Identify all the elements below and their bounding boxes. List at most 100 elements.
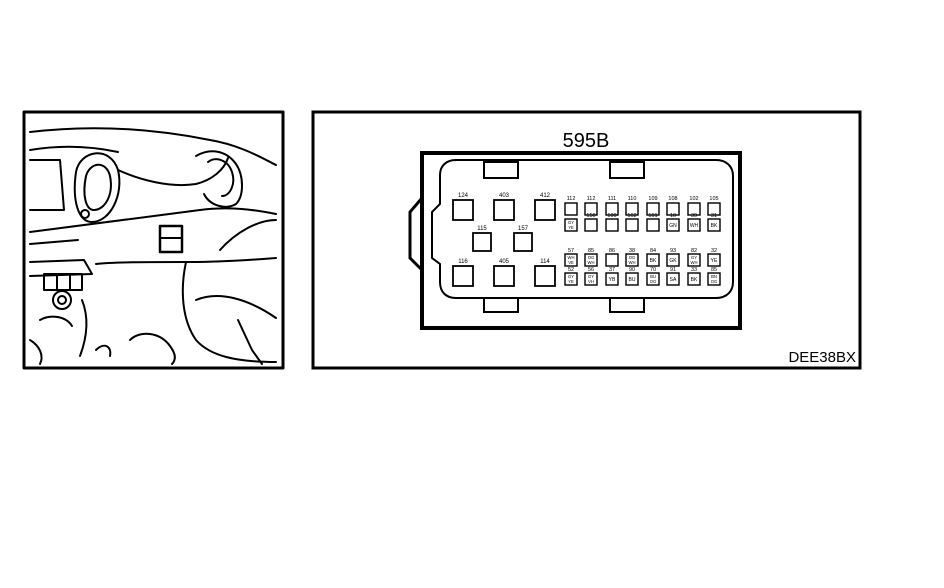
small-terminal [564,272,578,286]
terminal-number: 91 [670,267,676,273]
small-terminal [625,272,639,286]
wire-color-code: WH [629,260,636,265]
wire-color-code: SA [670,277,677,283]
small-terminal [564,218,578,232]
large-terminal-number: 116 [458,259,468,265]
connector-housing [408,151,742,330]
wire-color-code: WH [588,260,595,265]
small-terminal [646,218,660,232]
small-terminal [605,253,619,267]
terminal-number: 39 [691,213,697,219]
wire-color-code: VH [588,279,594,284]
small-terminal [646,272,660,286]
small-terminal [666,202,680,216]
terminal-number: 82 [691,248,697,254]
wire-color-code: BU [629,277,636,283]
connector-name: 595B [563,130,610,152]
terminal-number: 162 [627,213,636,219]
small-terminal [564,253,578,267]
large-terminal-group: 124 403 412 115 157 116 405 114 [452,193,556,287]
small-terminal [625,253,639,267]
terminal-number: 84 [650,248,656,254]
large-terminal-number: 403 [499,193,510,199]
terminal-number: 33 [691,267,697,273]
small-terminal [584,218,598,232]
terminal-number: 105 [709,196,718,202]
small-terminal [707,253,721,267]
wire-color-code: OG [588,255,595,260]
wire-color-code: GY [691,255,697,260]
wire-color-code: BU [650,274,656,279]
terminal-number: 112 [567,196,576,202]
small-terminal [605,272,619,286]
wire-color-code: GY [568,220,574,225]
terminal-number: 108 [668,196,677,202]
large-terminal-number: 115 [477,226,487,232]
large-terminal-number: 157 [518,226,529,232]
small-terminal [646,253,660,267]
small-terminal [605,218,619,232]
large-terminal-number: 124 [458,193,469,199]
wire-color-code: YB [609,277,616,283]
small-terminal [584,253,598,267]
wire-color-code: WH [691,260,698,265]
small-terminal [687,202,701,216]
terminal-number: 38 [629,248,635,254]
large-terminal [534,265,556,287]
wire-color-code: VE [568,260,574,265]
terminal-number: 37 [609,267,615,273]
large-terminal [472,232,492,252]
wire-color-code: BK [691,277,698,283]
terminal-number: 112 [587,196,596,202]
small-terminal [666,272,680,286]
small-terminal [666,253,680,267]
terminal-number: 70 [650,267,656,273]
large-terminal [493,265,515,287]
wire-color-code: YE [568,279,574,284]
terminal-number: 52 [568,267,574,273]
large-terminal [452,265,474,287]
terminal-number: 93 [670,248,676,254]
terminal-number: 109 [648,196,657,202]
terminal-number: 110 [628,196,637,202]
terminal-number: 102 [689,196,698,202]
wire-color-code: GN [669,223,677,229]
small-terminal [625,218,639,232]
small-terminal [584,272,598,286]
terminal-number: 85 [588,248,594,254]
wire-color-code: WH [568,255,575,260]
large-terminal-number: 114 [540,259,550,265]
small-terminal [625,202,639,216]
terminal-number: 100 [607,213,616,219]
wire-color-code: GY [568,274,574,279]
small-terminal [707,218,721,232]
small-terminal [605,202,619,216]
terminal-number: 10 [670,213,676,219]
diagram-code: DEE38BX [788,349,856,366]
wire-color-code: GK [669,258,677,264]
terminal-number: 111 [608,196,616,202]
dashboard-locator-illustration [22,110,285,370]
wire-color-code: OG [629,255,636,260]
large-terminal-number: 405 [499,259,510,265]
terminal-number: 86 [609,248,615,254]
small-terminal [646,202,660,216]
wire-color-code: BK [650,258,657,264]
small-terminal [687,218,701,232]
wire-color-code: GY [588,274,594,279]
terminal-number: 85 [711,267,717,273]
small-terminal [687,272,701,286]
large-terminal-number: 412 [540,193,551,199]
wire-color-code: YE [568,225,574,230]
wire-color-code: WH [690,223,699,229]
wire-color-code: OG [711,279,718,284]
terminal-number: 90 [629,267,635,273]
wire-color-code: YE [711,258,718,264]
large-terminal [534,199,556,221]
wire-color-code: BN [711,274,717,279]
large-terminal [452,199,474,221]
terminal-number: 56 [588,267,594,273]
connector-panel-frame [311,110,862,370]
